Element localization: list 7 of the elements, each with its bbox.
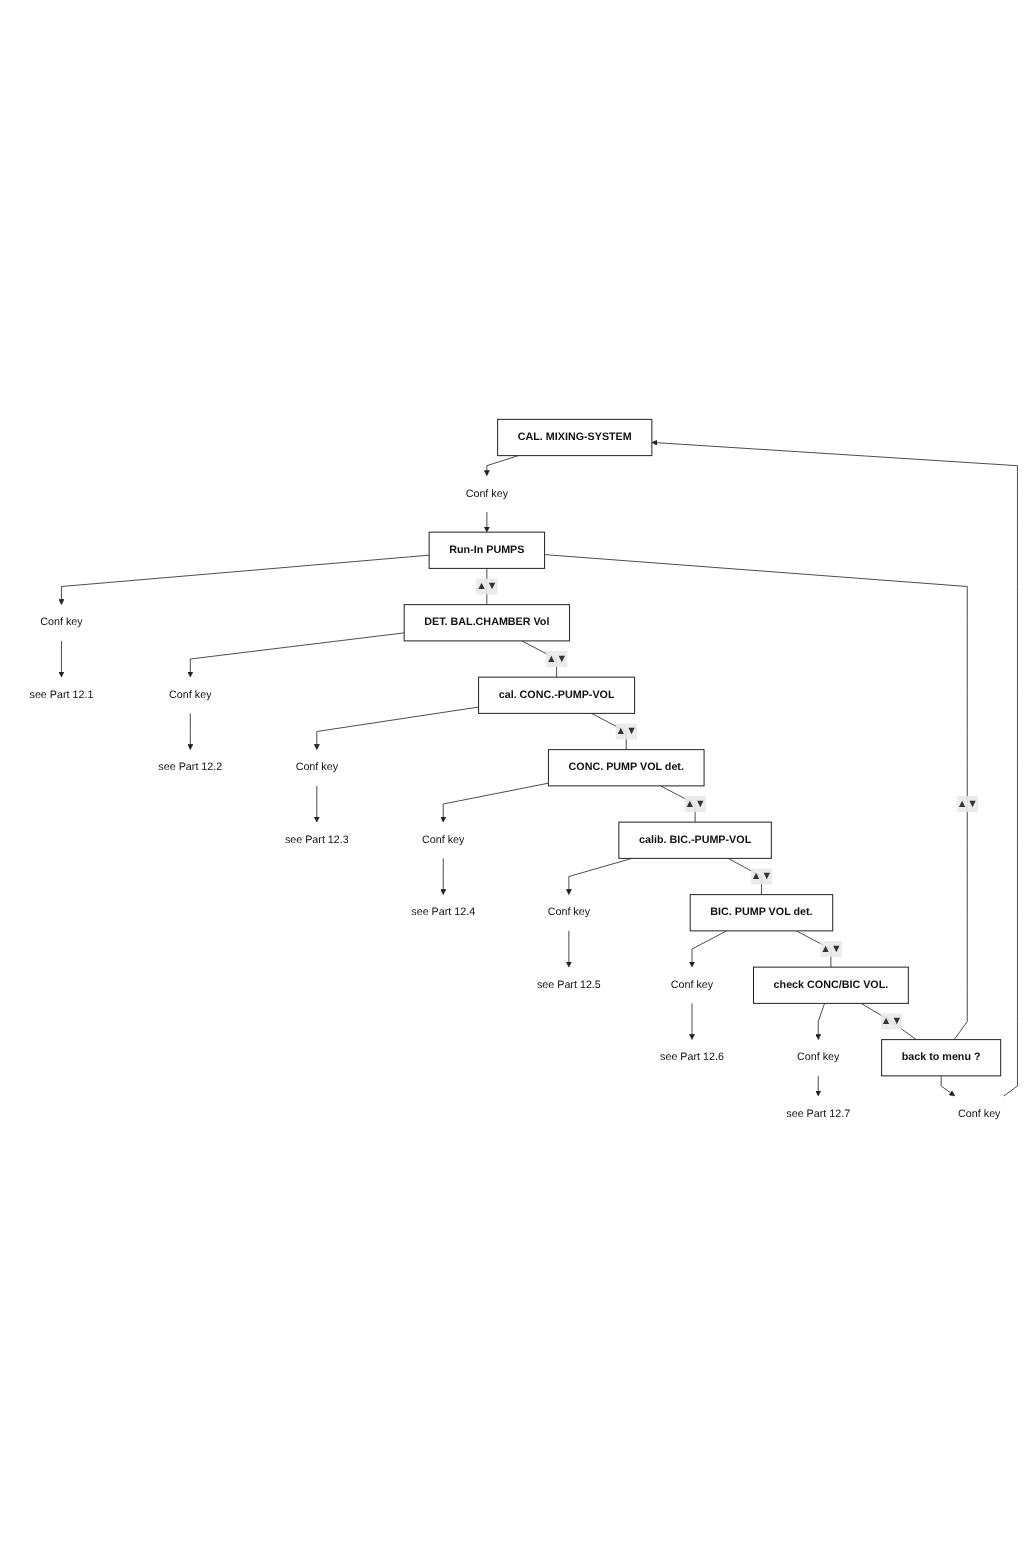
connector (860, 1003, 917, 1041)
connector (727, 858, 762, 896)
connector (521, 640, 557, 678)
connector (795, 930, 832, 968)
connector (486, 568, 488, 606)
connector (591, 713, 627, 751)
connector (660, 785, 696, 823)
